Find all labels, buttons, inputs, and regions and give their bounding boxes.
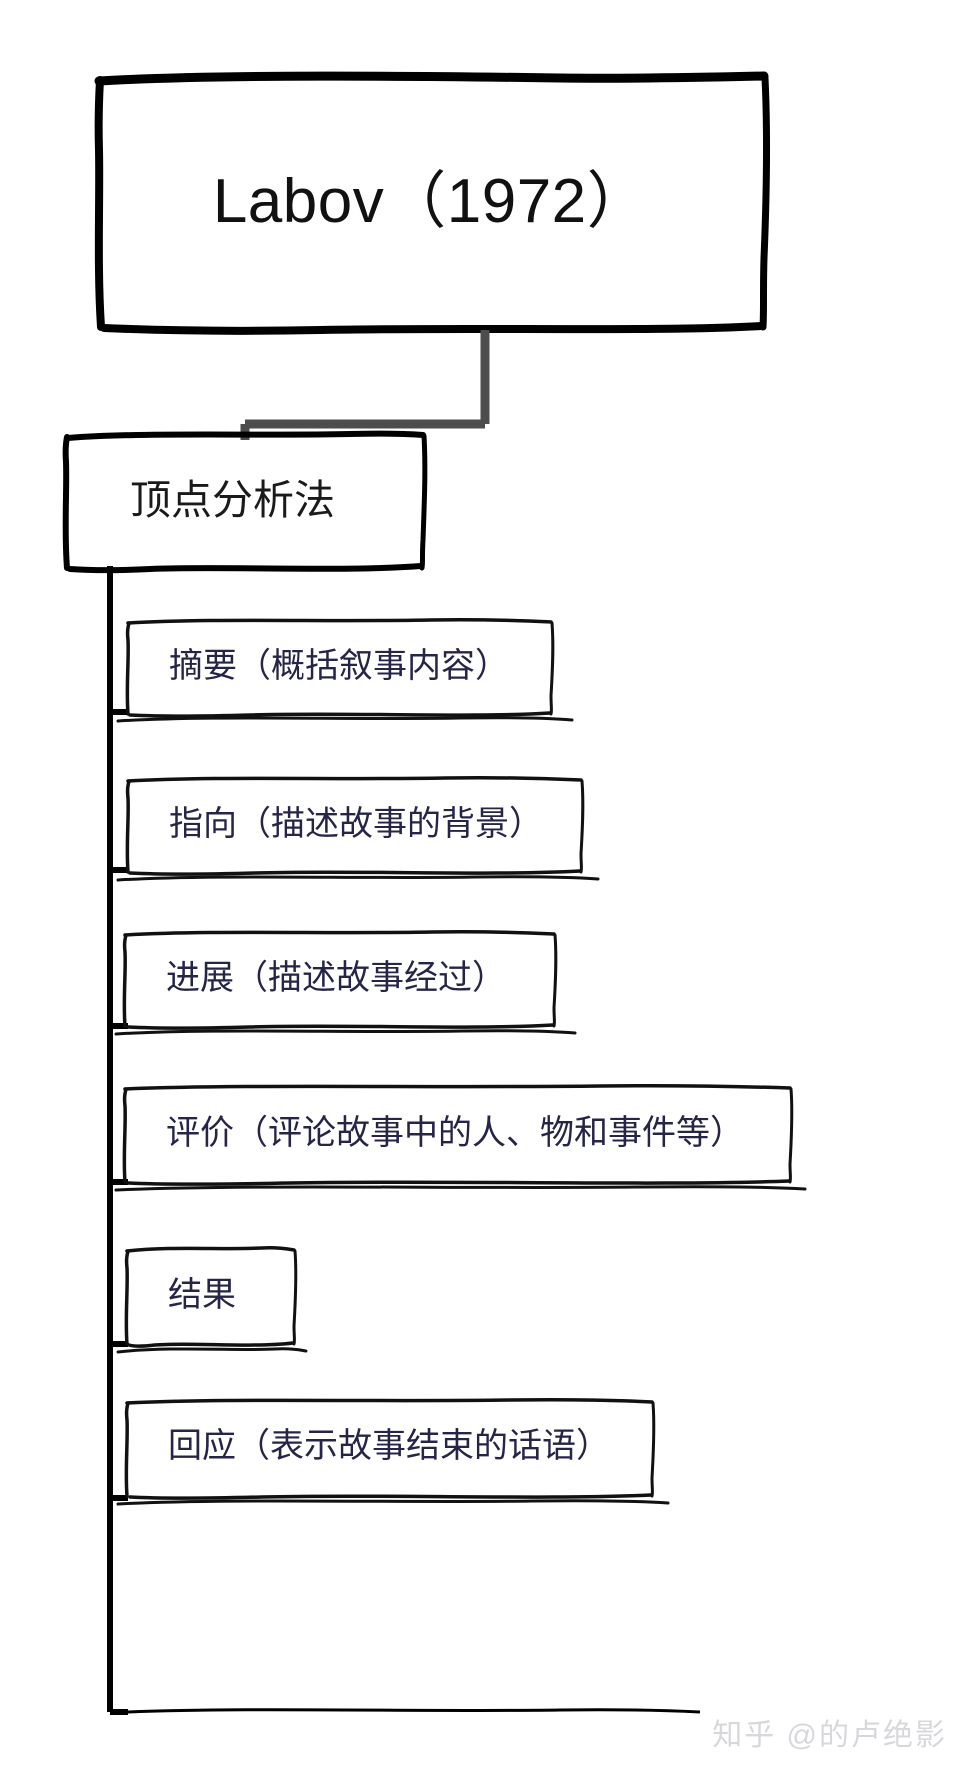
leaf-box-outline-1 bbox=[116, 775, 600, 882]
root-box-outline bbox=[94, 71, 771, 335]
node-label-item-2: 进展（描述故事经过） bbox=[166, 959, 506, 998]
node-labov-1972[interactable]: Labov（1972） bbox=[97, 76, 765, 328]
node-label-item-1: 指向（描述故事的背景） bbox=[169, 805, 543, 844]
node-item-result[interactable]: 结果 bbox=[124, 1248, 282, 1344]
node-label-method: 顶点分析法 bbox=[130, 477, 335, 524]
leaf-box-outline-3 bbox=[114, 1083, 807, 1192]
node-label-root: Labov（1972） bbox=[212, 166, 650, 236]
node-item-orientation[interactable]: 指向（描述故事的背景） bbox=[125, 778, 580, 872]
node-item-coda[interactable]: 回应（表示故事结束的话语） bbox=[124, 1400, 651, 1494]
leaf-box-outline-5 bbox=[116, 1397, 670, 1506]
node-item-abstract[interactable]: 摘要（概括叙事内容） bbox=[125, 620, 550, 714]
node-label-item-5: 回应（表示故事结束的话语） bbox=[168, 1427, 610, 1466]
node-item-complicating-action[interactable]: 进展（描述故事经过） bbox=[122, 932, 554, 1026]
method-box-outline bbox=[62, 430, 428, 574]
spine-foot bbox=[110, 1708, 701, 1715]
node-label-item-3: 评价（评论故事中的人、物和事件等） bbox=[166, 1114, 744, 1153]
leaf-box-outline-0 bbox=[116, 617, 574, 723]
node-apex-analysis-method[interactable]: 顶点分析法 bbox=[66, 434, 424, 568]
node-label-item-4: 结果 bbox=[168, 1276, 236, 1315]
leaf-box-outline-2 bbox=[114, 929, 577, 1036]
node-label-item-0: 摘要（概括叙事内容） bbox=[169, 647, 509, 686]
connector-root-to-method bbox=[240, 330, 490, 440]
leaf-box-outline-4 bbox=[116, 1246, 308, 1354]
node-item-evaluation[interactable]: 评价（评论故事中的人、物和事件等） bbox=[122, 1086, 790, 1182]
watermark: 知乎 @的卢绝影 bbox=[712, 1719, 947, 1752]
